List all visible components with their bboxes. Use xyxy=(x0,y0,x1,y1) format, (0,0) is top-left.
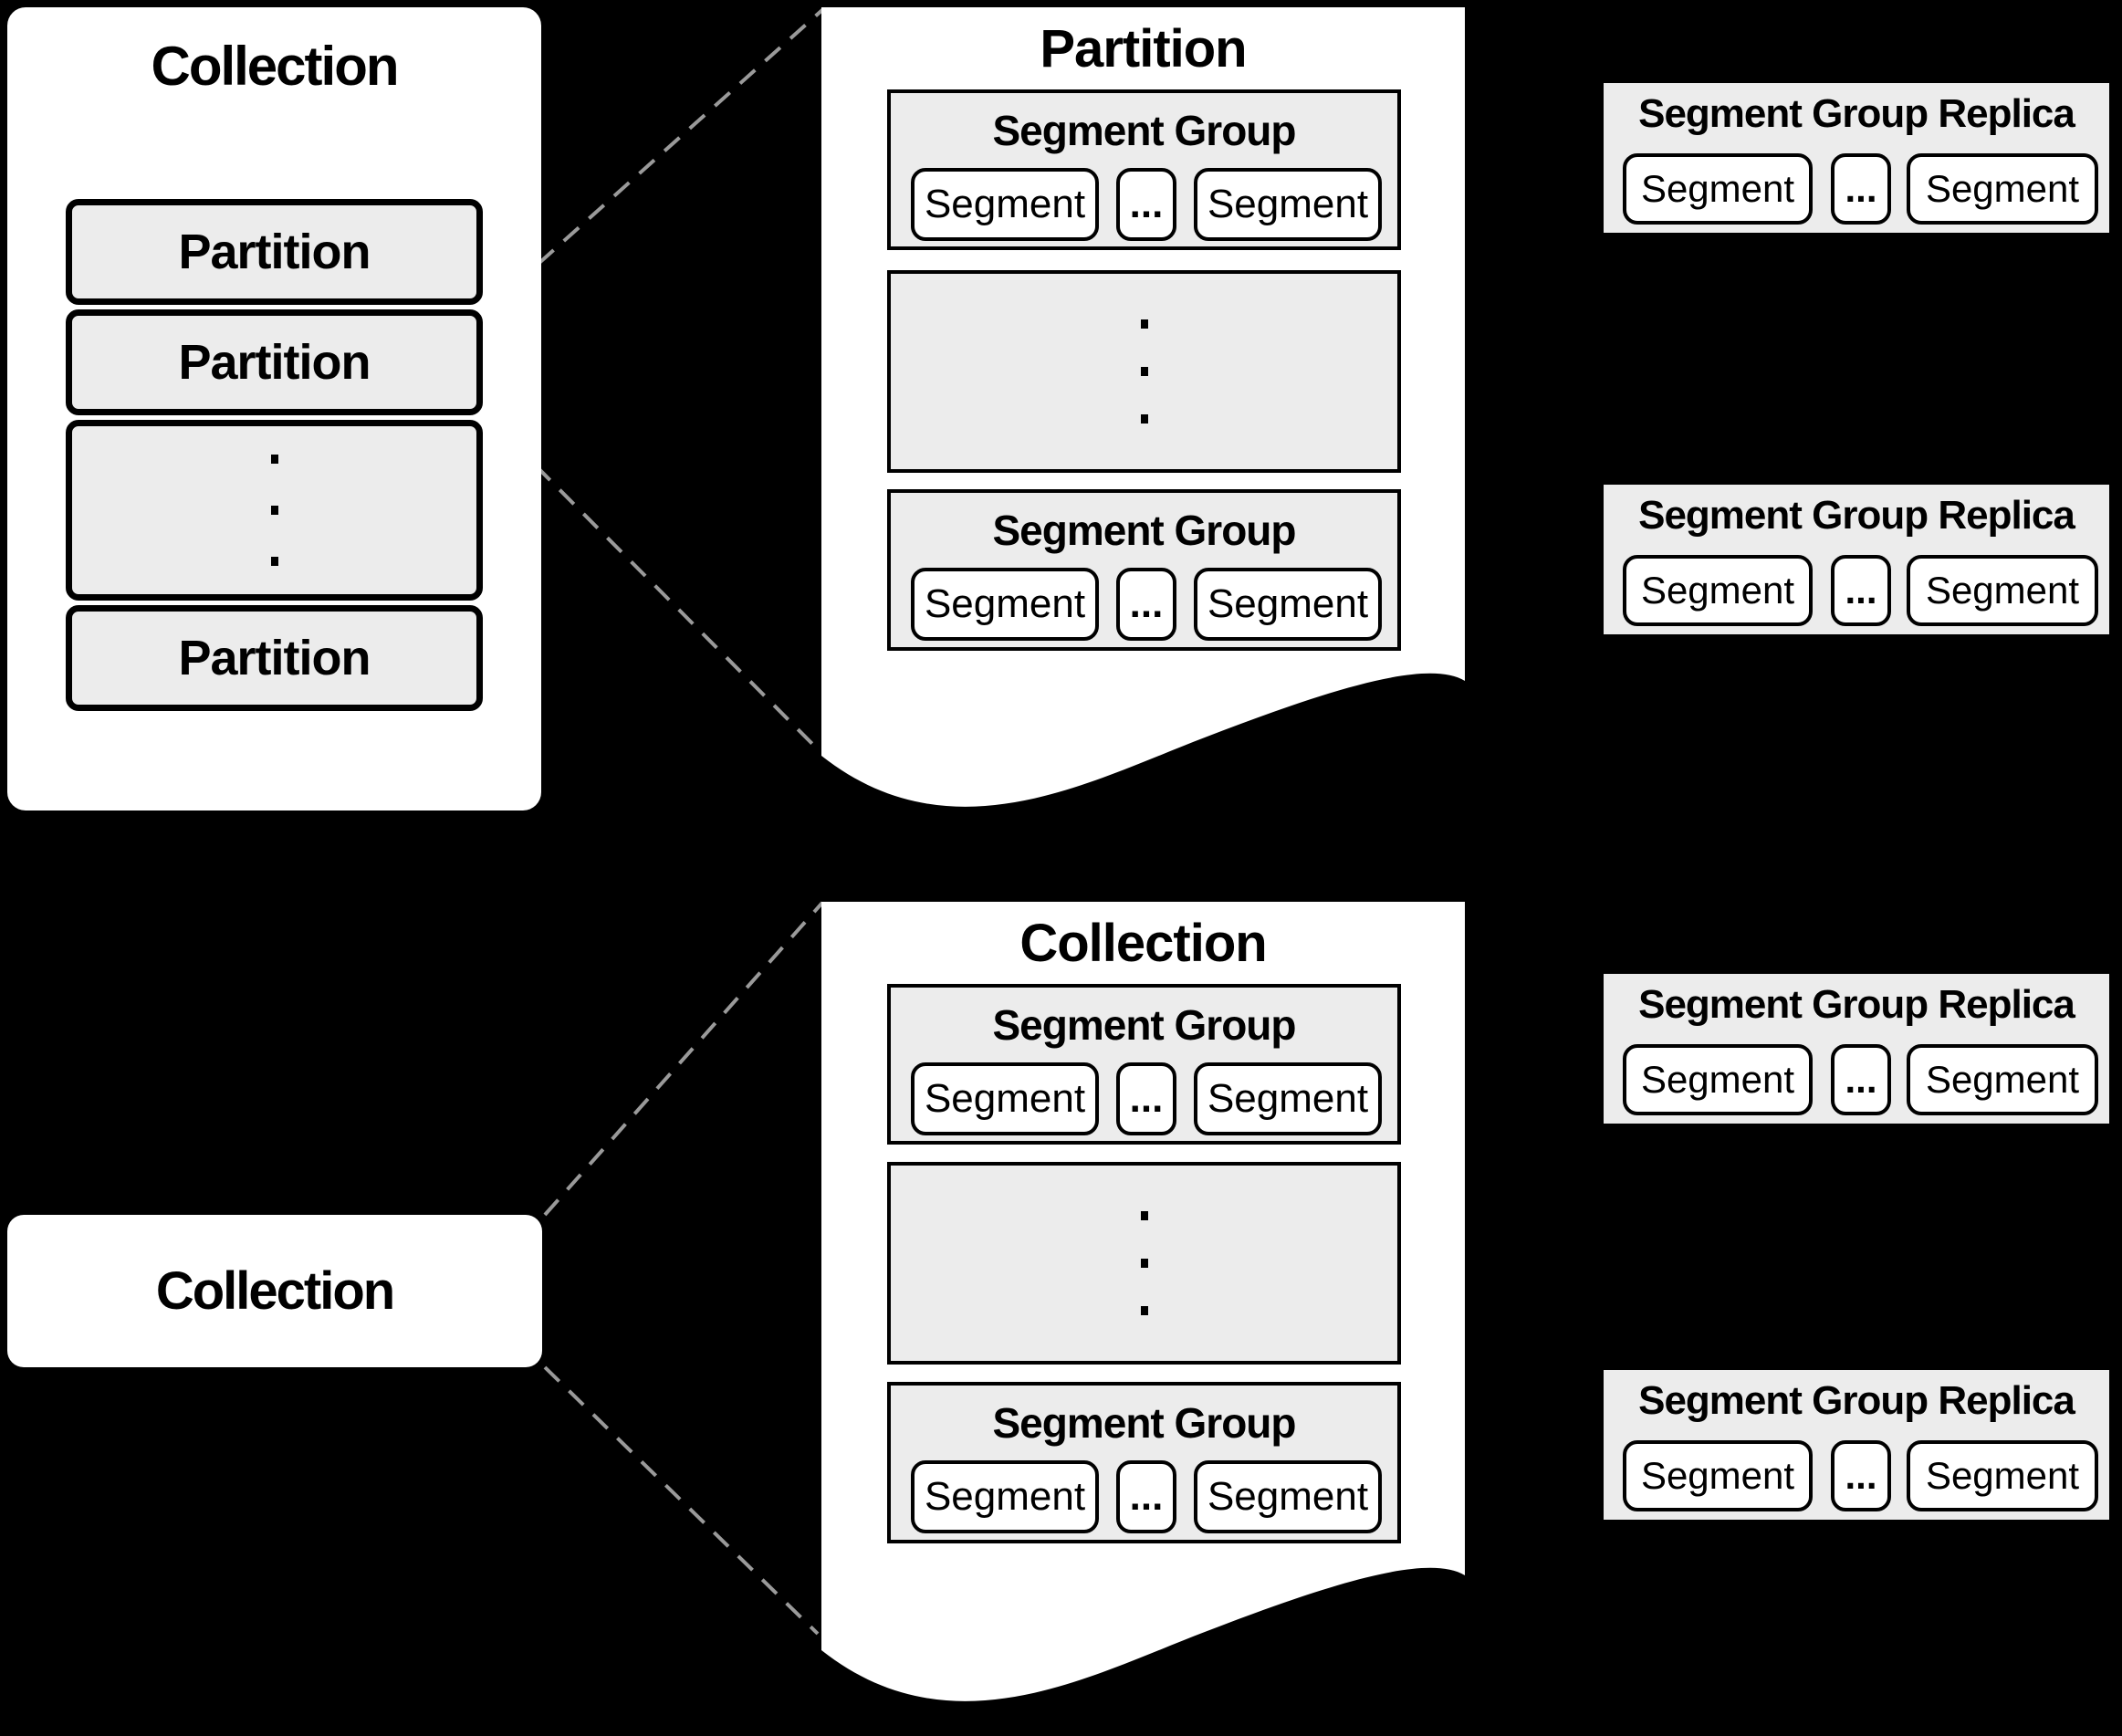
page-title: Collection xyxy=(1019,914,1267,973)
segment-box: Segment xyxy=(911,168,1099,241)
segment-group-title: Segment Group xyxy=(992,107,1296,154)
ellipsis-box: ... xyxy=(1831,1044,1891,1115)
collection-chip: Collection xyxy=(7,1215,542,1367)
segment-box: Segment xyxy=(1907,153,2098,225)
ellipsis-box: ... xyxy=(1116,1460,1176,1533)
replica-title: Segment Group Replica xyxy=(1638,493,2075,538)
vertical-ellipsis-icon xyxy=(1140,319,1148,424)
replica-title: Segment Group Replica xyxy=(1638,91,2075,136)
segment-group-box: Segment Group Segment ... Segment xyxy=(887,1382,1401,1543)
segment-group-ellipsis-box xyxy=(887,1162,1401,1365)
replica-title: Segment Group Replica xyxy=(1638,1378,2075,1423)
segment-box: Segment xyxy=(1194,568,1382,641)
segment-group-replica-box: Segment Group Replica Segment ... Segmen… xyxy=(1600,79,2113,236)
segment-box: Segment xyxy=(1623,153,1813,225)
segment-group-box: Segment Group Segment ... Segment xyxy=(887,489,1401,651)
zoom-connector-partition-upper xyxy=(486,7,825,310)
collection-overview-card: Collection Partition Partition Partition xyxy=(7,7,541,810)
segment-group-title: Segment Group xyxy=(992,1001,1296,1049)
segment-group-replica-box: Segment Group Replica Segment ... Segmen… xyxy=(1600,1366,2113,1523)
segment-group-title: Segment Group xyxy=(992,507,1296,554)
segment-group-box: Segment Group Segment ... Segment xyxy=(887,89,1401,250)
ellipsis-box: ... xyxy=(1831,555,1891,626)
segment-box: Segment xyxy=(1623,1044,1813,1115)
ellipsis-box: ... xyxy=(1831,1440,1891,1511)
segment-box: Segment xyxy=(1907,1044,2098,1115)
segment-box: Segment xyxy=(1194,1062,1382,1135)
segment-box: Segment xyxy=(911,1460,1099,1533)
partition-row: Partition xyxy=(66,605,483,711)
zoom-connector-collection-lower xyxy=(543,1365,820,1636)
segment-group-replica-box: Segment Group Replica Segment ... Segmen… xyxy=(1600,970,2113,1127)
replica-title: Segment Group Replica xyxy=(1638,982,2075,1027)
segment-group-replica-box: Segment Group Replica Segment ... Segmen… xyxy=(1600,481,2113,638)
vertical-ellipsis-icon xyxy=(1140,1211,1148,1315)
partition-row: Partition xyxy=(66,309,483,415)
segment-box: Segment xyxy=(1907,1440,2098,1511)
partition-stack: Partition Partition Partition xyxy=(66,199,483,716)
ellipsis-box: ... xyxy=(1116,1062,1176,1135)
collection-card-title: Collection xyxy=(151,36,399,97)
ellipsis-box: ... xyxy=(1831,153,1891,225)
partition-ellipsis-row xyxy=(66,420,483,601)
segment-box: Segment xyxy=(911,1062,1099,1135)
segment-box: Segment xyxy=(1623,1440,1813,1511)
ellipsis-box: ... xyxy=(1116,568,1176,641)
partition-label: Partition xyxy=(178,335,371,390)
partition-detail-page: Partition Segment Group Segment ... Segm… xyxy=(821,7,1465,874)
segment-group-title: Segment Group xyxy=(992,1399,1296,1447)
partition-row: Partition xyxy=(66,199,483,305)
segment-box: Segment xyxy=(1623,555,1813,626)
zoom-connector-collection-upper xyxy=(543,901,824,1217)
collection-detail-page: Collection Segment Group Segment ... Seg… xyxy=(821,902,1465,1736)
segment-box: Segment xyxy=(1194,1460,1382,1533)
partition-label: Partition xyxy=(178,631,371,685)
segment-box: Segment xyxy=(1907,555,2098,626)
zoom-connector-partition-lower xyxy=(486,416,822,754)
segment-box: Segment xyxy=(1194,168,1382,241)
partition-label: Partition xyxy=(178,225,371,279)
vertical-ellipsis-icon xyxy=(270,455,278,566)
page-title: Partition xyxy=(1040,19,1247,78)
collection-chip-title: Collection xyxy=(155,1261,395,1321)
ellipsis-box: ... xyxy=(1116,168,1176,241)
segment-group-box: Segment Group Segment ... Segment xyxy=(887,984,1401,1145)
segment-box: Segment xyxy=(911,568,1099,641)
segment-group-ellipsis-box xyxy=(887,270,1401,473)
